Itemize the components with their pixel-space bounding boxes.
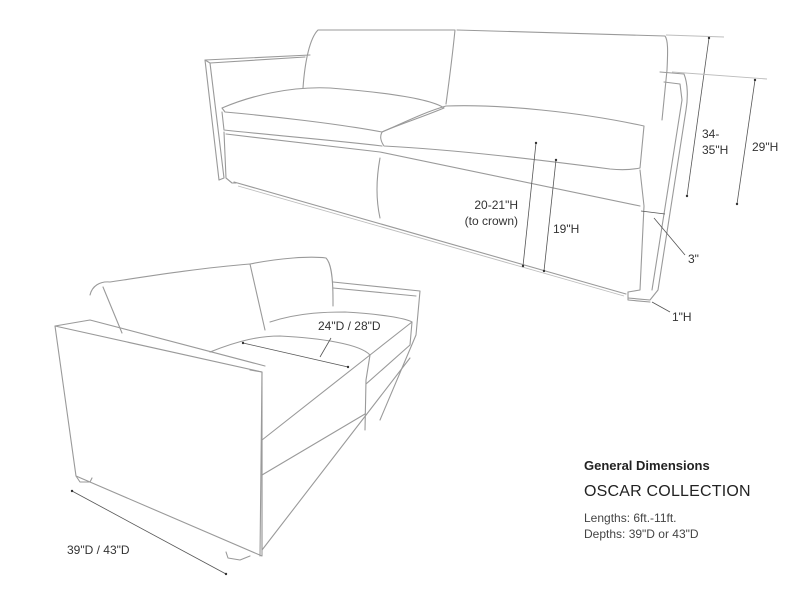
seat-height-crown-line1: 20-21"H [474,198,518,212]
overall-depth-label: 39"D / 43"D [67,543,130,557]
seat-height-crown-label: 20-21"H (to crown) [458,197,518,229]
seat-height-label: 19"H [553,222,580,236]
seat-height-crown-line2: (to crown) [464,214,518,228]
info-heading: General Dimensions [584,458,710,473]
overall-height-line2: 35"H [702,143,729,157]
large-sofa-dimensions [521,34,768,313]
general-dimensions-panel: General Dimensions OSCAR COLLECTION Leng… [584,458,751,542]
overall-height-line1: 34- [702,127,720,141]
small-sofa-dimensions [70,337,350,576]
lengths-text: Lengths: 6ft.-11ft. [584,511,677,525]
arm-height-label: 29"H [752,140,779,154]
small-sofa [54,256,421,561]
seat-depth-label: 24"D / 28"D [318,319,381,333]
depths-text: Depths: 39"D or 43"D [584,527,699,541]
leg-height-label: 1"H [672,310,692,324]
overall-height-label: 34- 35"H [702,126,728,158]
large-sofa [204,29,688,303]
collection-title: OSCAR COLLECTION [584,483,751,500]
arm-width-label: 3" [688,252,699,266]
